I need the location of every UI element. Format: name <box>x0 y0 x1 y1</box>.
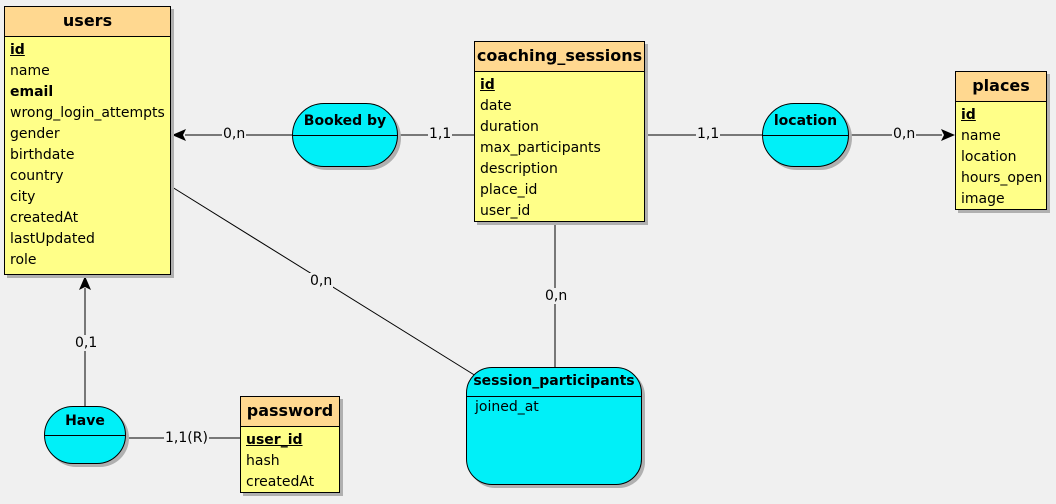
attribute-id: id <box>480 77 495 93</box>
arrow-head-places <box>941 129 955 141</box>
attribute-id: id <box>961 107 976 123</box>
cardinality-booked-by-sessions: 1,1 <box>428 126 453 142</box>
attribute-description: description <box>480 161 558 177</box>
relationship-booked-by-label: Booked by <box>303 113 387 129</box>
entity-coaching-sessions-title: coaching_sessions <box>475 42 644 72</box>
attribute-email: email <box>10 84 54 100</box>
relationship-divider <box>467 396 641 397</box>
cardinality-have-users: 0,1 <box>74 335 99 351</box>
relationship-session-participants-label: session_participants <box>473 373 635 389</box>
attribute-id: id <box>10 42 25 58</box>
attribute-date: date <box>480 98 512 114</box>
attribute-place-id: place_id <box>480 182 538 198</box>
relationship-have-label: Have <box>65 413 105 429</box>
arrow-head-users-have <box>79 276 91 290</box>
relationship-divider <box>45 435 125 436</box>
attribute-gender: gender <box>10 126 60 142</box>
relationship-session-participants[interactable]: session_participants joined_at <box>466 367 642 485</box>
attribute-createdat: createdAt <box>10 210 79 226</box>
cardinality-have-password: 1,1(R) <box>164 430 209 446</box>
attribute-city: city <box>10 189 36 205</box>
cardinality-booked-by-users: 0,n <box>222 126 247 142</box>
relationship-divider <box>293 135 397 136</box>
entity-users-title: users <box>5 7 170 37</box>
attribute-name: name <box>10 63 50 79</box>
attribute-lastupdated: lastUpdated <box>10 231 95 247</box>
relationship-booked-by[interactable]: Booked by <box>292 103 398 167</box>
relationship-location[interactable]: location <box>762 103 849 167</box>
entity-coaching-sessions-attributes: id date duration max_participants descriptio… <box>475 72 644 222</box>
attribute-country: country <box>10 168 64 184</box>
attribute-image: image <box>961 191 1005 207</box>
attribute-joined-at: joined_at <box>475 399 539 415</box>
relationship-session-participants-attributes: joined_at <box>475 399 539 415</box>
attribute-hash: hash <box>246 453 280 469</box>
attribute-location: location <box>961 149 1017 165</box>
attribute-user-id: user_id <box>246 432 303 448</box>
attribute-user-id: user_id <box>480 203 531 219</box>
attribute-hours-open: hours_open <box>961 170 1043 186</box>
attribute-role: role <box>10 252 37 268</box>
attribute-name: name <box>961 128 1001 144</box>
attribute-birthdate: birthdate <box>10 147 75 163</box>
entity-places-title: places <box>956 72 1046 102</box>
attribute-createdat: createdAt <box>246 474 315 490</box>
relationship-have[interactable]: Have <box>44 406 126 464</box>
attribute-max-participants: max_participants <box>480 140 601 156</box>
cardinality-participants-users: 0,n <box>309 273 334 289</box>
entity-coaching-sessions[interactable]: coaching_sessions id date duration max_part… <box>474 41 645 222</box>
cardinality-location-places: 0,n <box>892 126 917 142</box>
entity-password-title: password <box>241 397 339 427</box>
relationship-location-label: location <box>773 113 838 129</box>
cardinality-participants-sessions: 0,n <box>544 288 569 304</box>
relationship-divider <box>763 135 848 136</box>
attribute-wrong-login-attempts: wrong_login_attempts <box>10 105 165 121</box>
arrow-head-users <box>172 129 186 141</box>
attribute-duration: duration <box>480 119 539 135</box>
cardinality-location-sessions: 1,1 <box>696 126 721 142</box>
